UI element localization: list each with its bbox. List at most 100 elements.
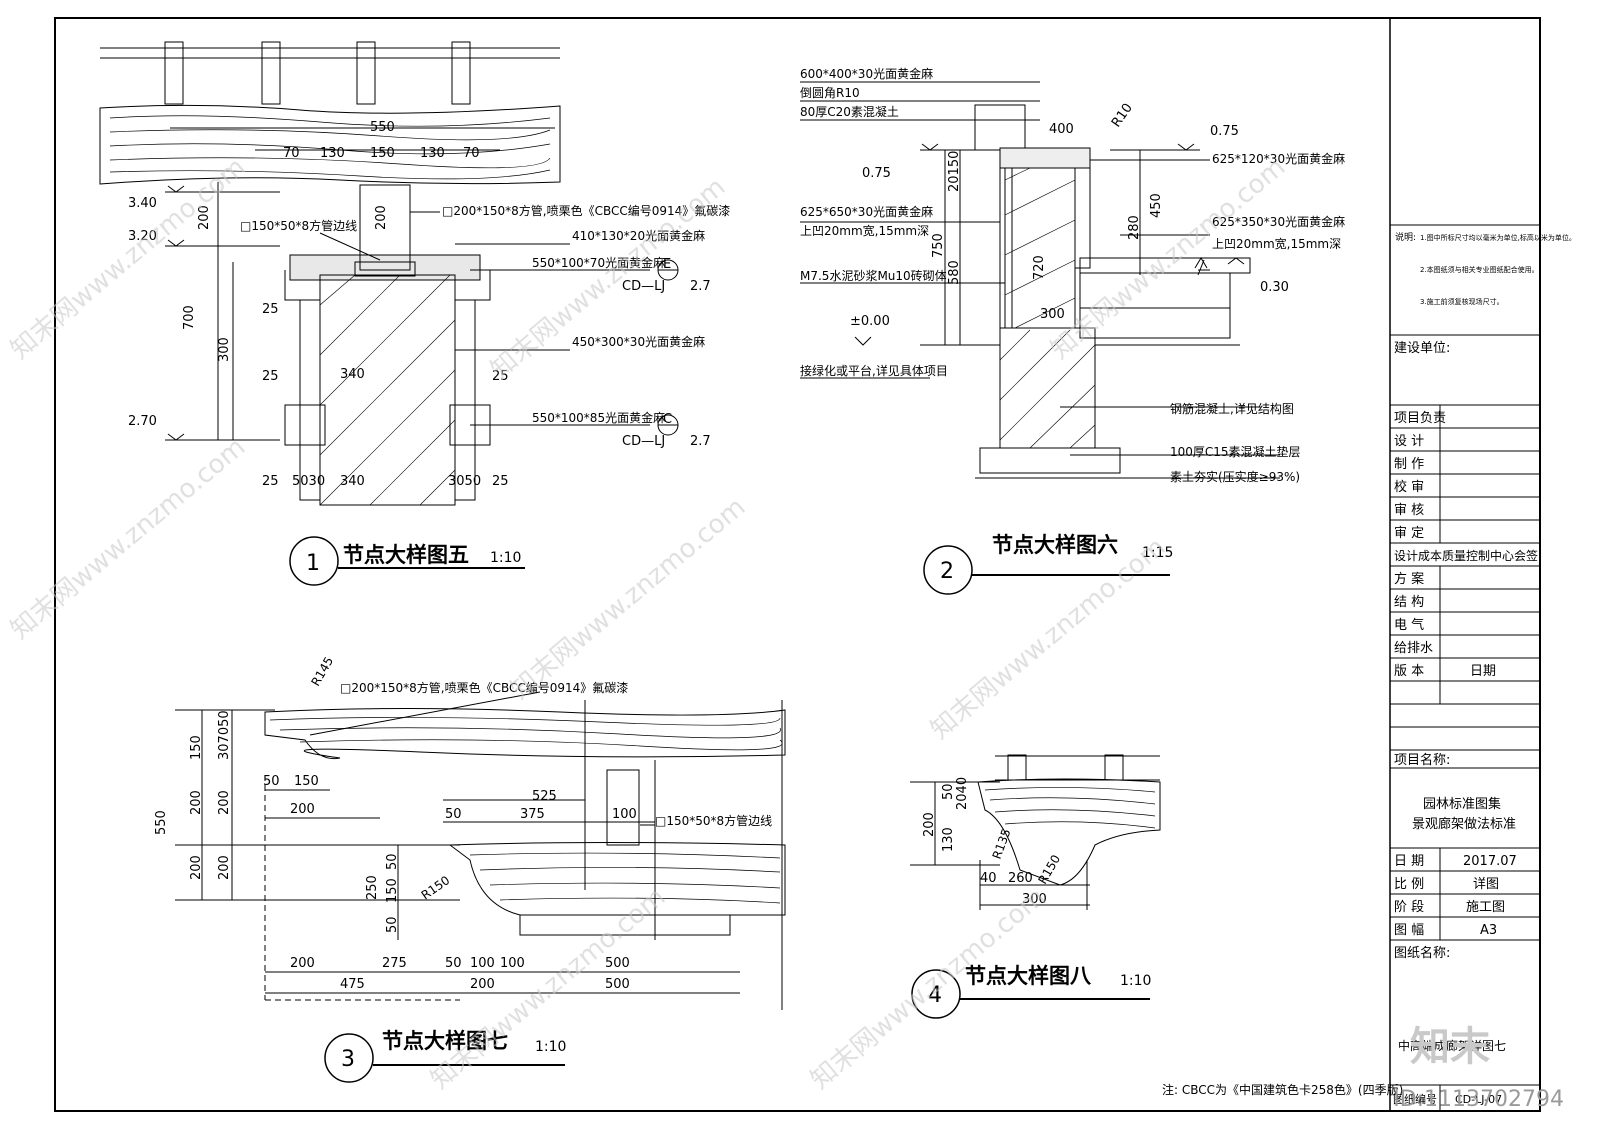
tb-info-1-value: 详图 — [1473, 877, 1499, 892]
d3-dim-200f: 200 — [290, 956, 315, 971]
tb-project-name-2: 景观廊架做法标准 — [1412, 816, 1516, 832]
d2-label-cap: 600*400*30光面黄金麻 — [800, 66, 933, 81]
footnote: 注: CBCC为《中国建筑色卡258色》(四季版) — [1162, 1082, 1403, 1097]
d2-level-000: ±0.00 — [850, 314, 890, 329]
d1-dim-25a: 25 — [262, 302, 279, 317]
d3-dim-525: 525 — [532, 789, 557, 804]
d3-dim-50d: 50 — [385, 916, 400, 933]
d2-level-075l: 0.75 — [862, 166, 891, 181]
d1-dim-150: 150 — [370, 146, 395, 161]
tb-cosign-header: 设计成本质量控制中心会签 — [1394, 548, 1538, 563]
d3-dim-475: 475 — [340, 977, 365, 992]
tb-info-0: 日 期 — [1394, 854, 1424, 869]
tb-row-4: 审 核 — [1394, 503, 1424, 518]
tb-cosign-1: 结 构 — [1394, 595, 1424, 610]
tb-note-1: 1.图中所标尺寸均以毫米为单位,标高以米为单位。 — [1420, 233, 1576, 242]
d1-dim-25d: 25 — [492, 369, 509, 384]
d1-dim-3050: 3050 — [448, 474, 481, 489]
tb-note-3: 3.施工前须复核现场尺寸。 — [1420, 297, 1504, 306]
d1-level-270: 2.70 — [128, 414, 157, 429]
d1-dim-200: 200 — [197, 205, 212, 230]
title-block — [1390, 224, 1540, 1111]
d2-dim-300: 300 — [1040, 307, 1065, 322]
tb-row-1: 设 计 — [1394, 434, 1424, 449]
d2-label-base: 100厚C15素混凝土垫层 — [1170, 444, 1301, 459]
d1-ref-c-num: 2.7 — [690, 434, 711, 449]
watermark-logo: 知末 — [1410, 1024, 1490, 1070]
d2-title: 节点大样图六 — [992, 533, 1118, 557]
watermark: 知末网www.znzmo.com — [505, 492, 751, 705]
watermark: 知末网www.znzmo.com — [5, 432, 251, 645]
d1-ref-c-code: CD—LJ — [622, 434, 665, 449]
tb-info-2-value: 施工图 — [1466, 900, 1505, 915]
d2-label-groove2: 上凹20mm宽,15mm深 — [1212, 236, 1341, 251]
tb-row-5: 审 定 — [1394, 526, 1424, 541]
tb-cosign-4-value: 日期 — [1470, 664, 1496, 679]
d3-dim-100b: 100 — [470, 956, 495, 971]
detail-3-text: R145 □200*150*8方管,喷栗色《CBCC编号0914》氟碳漆 □15… — [154, 654, 772, 1072]
d2-label-concrete: 80厚C20素混凝土 — [800, 104, 899, 119]
d2-dim-280: 280 — [1127, 215, 1142, 240]
tb-client-label: 建设单位: — [1394, 341, 1450, 356]
d3-dim-100c: 100 — [500, 956, 525, 971]
d3-dim-150b: 150 — [294, 774, 319, 789]
d2-dim-20150: 20150 — [947, 151, 962, 192]
d1-title: 节点大样图五 — [343, 543, 469, 567]
d1-dim-340a: 340 — [340, 367, 365, 382]
d2-num: 2 — [940, 559, 954, 584]
d4-scale: 1:10 — [1120, 973, 1151, 989]
tb-info-0-value: 2017.07 — [1463, 854, 1517, 869]
d2-label-side: 625*350*30光面黄金麻 — [1212, 214, 1345, 229]
d3-dim-375: 375 — [520, 807, 545, 822]
d3-dim-50a: 50 — [263, 774, 280, 789]
d2-label-groove1: 上凹20mm宽,15mm深 — [800, 223, 929, 238]
tb-note-2: 2.本图纸须与相关专业图纸配合使用。 — [1420, 265, 1539, 274]
d4-num: 4 — [928, 983, 942, 1008]
d1-dim-70b: 70 — [463, 146, 480, 161]
d3-dim-50c: 50 — [385, 853, 400, 870]
tb-info-3: 图 幅 — [1394, 923, 1424, 938]
d1-label-stone1: 550*100*70光面黄金麻 — [532, 255, 665, 270]
d1-dim-340b: 340 — [340, 474, 365, 489]
tb-cosign-4: 版 本 — [1394, 664, 1424, 679]
sheet-border — [54, 17, 1541, 1112]
d1-dim-25e: 25 — [492, 474, 509, 489]
d3-r150: R150 — [419, 873, 453, 902]
d3-dim-150: 150 — [189, 735, 204, 760]
detail-3 — [175, 691, 786, 1083]
d2-dim-450: 450 — [1149, 193, 1164, 218]
d1-dim-130b: 130 — [420, 146, 445, 161]
watermark: 知末网www.znzmo.com — [425, 882, 671, 1095]
tb-row-0: 项目负责 — [1394, 411, 1446, 426]
detail-4 — [910, 754, 1161, 1019]
d2-label-top: 625*120*30光面黄金麻 — [1212, 151, 1345, 166]
d2-label-soil: 素土夯实(压实度≥93%) — [1170, 469, 1300, 484]
d1-num: 1 — [306, 551, 320, 576]
watermark: 知末网www.znzmo.com — [1045, 152, 1291, 365]
d3-dim-100a: 100 — [612, 807, 637, 822]
d3-dim-500a: 500 — [605, 956, 630, 971]
d3-dim-500b: 500 — [605, 977, 630, 992]
d2-label-round: 倒圆角R10 — [800, 86, 860, 100]
d1-label-tube: □200*150*8方管,喷栗色《CBCC编号0914》氟碳漆 — [442, 203, 730, 218]
d1-dim-200-tube: 200 — [374, 205, 389, 230]
tb-row-3: 校 审 — [1394, 479, 1424, 495]
d4-dim-130: 130 — [941, 827, 956, 852]
d3-dim-200d: 200 — [217, 855, 232, 880]
d2-label-brick: M7.5水泥砂浆Mu10砖砌体 — [800, 268, 947, 283]
d3-dim-200b: 200 — [189, 855, 204, 880]
d2-scale: 1:15 — [1142, 545, 1173, 561]
d1-ref-e-letter: E — [663, 257, 671, 272]
d2-label-rc: 钢筋混凝土,详见结构图 — [1170, 401, 1294, 416]
watermark: 知末网www.znzmo.com — [5, 152, 251, 365]
d3-label-edge: □150*50*8方管边线 — [655, 813, 772, 828]
watermark: 知末网www.znzmo.com — [925, 532, 1171, 745]
d2-level-075r: 0.75 — [1210, 124, 1239, 139]
d3-dim-200c: 200 — [217, 790, 232, 815]
tb-project-label: 项目名称: — [1394, 752, 1450, 768]
watermark: 知末网www.znzmo.com — [805, 882, 1051, 1095]
d1-ref-e-num: 2.7 — [690, 279, 711, 294]
d1-dim-700: 700 — [182, 305, 197, 330]
d1-dim-25b: 25 — [262, 369, 279, 384]
